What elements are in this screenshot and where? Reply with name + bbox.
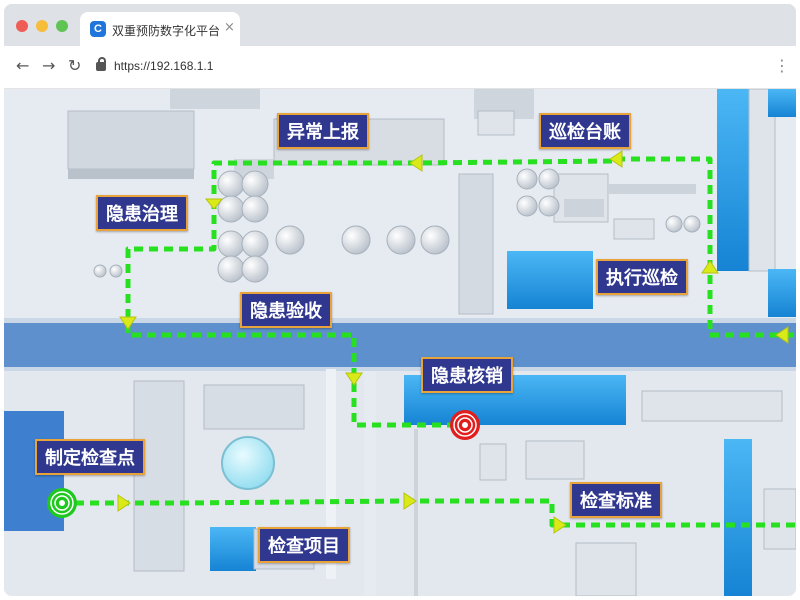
- back-button[interactable]: ←: [16, 56, 30, 75]
- label-abnormal-report[interactable]: 异常上报: [277, 113, 369, 149]
- tab-bar: C 双重预防数字化平台 ×: [4, 4, 796, 46]
- building: [458, 173, 494, 315]
- building: [641, 390, 783, 422]
- route-arrows: [117, 150, 789, 534]
- end-marker[interactable]: [450, 410, 480, 440]
- address-bar[interactable]: https://192.168.1.1: [114, 59, 214, 73]
- lock-icon: [96, 57, 106, 71]
- label-inspection-ledger[interactable]: 巡检台账: [539, 113, 631, 149]
- building: [133, 380, 185, 572]
- label-hazard-cancellation[interactable]: 隐患核销: [421, 357, 513, 393]
- building: [203, 384, 305, 430]
- label-hazard-governance[interactable]: 隐患治理: [96, 195, 188, 231]
- browser-toolbar: ← → ↻ https://192.168.1.1 ⋮: [4, 46, 796, 89]
- close-window-button[interactable]: [16, 20, 28, 32]
- minimize-window-button[interactable]: [36, 20, 48, 32]
- reload-button[interactable]: ↻: [68, 56, 82, 75]
- label-inspection-standard[interactable]: 检查标准: [570, 482, 662, 518]
- tab-close-icon[interactable]: ×: [224, 20, 235, 35]
- browser-tab[interactable]: C 双重预防数字化平台 ×: [80, 12, 240, 46]
- browser-menu-icon[interactable]: ⋮: [774, 56, 790, 75]
- plant-map-viewport: 异常上报 巡检台账 隐患治理 执行巡检 隐患验收 隐患核销 制定检查点 检查标准…: [4, 89, 796, 596]
- blue-building: [724, 439, 752, 596]
- start-marker[interactable]: [47, 488, 77, 518]
- label-hazard-acceptance[interactable]: 隐患验收: [240, 292, 332, 328]
- plant-map: [4, 89, 796, 596]
- tab-title: 双重预防数字化平台: [112, 24, 221, 38]
- maximize-window-button[interactable]: [56, 20, 68, 32]
- browser-window: C 双重预防数字化平台 × ← → ↻ https://192.168.1.1 …: [4, 4, 796, 596]
- inspection-route: [60, 156, 796, 528]
- blue-building: [507, 251, 593, 309]
- label-define-checkpoint[interactable]: 制定检查点: [35, 439, 145, 475]
- glass-dome: [221, 436, 275, 490]
- forward-button[interactable]: →: [42, 56, 56, 75]
- label-execute-inspection[interactable]: 执行巡检: [596, 259, 688, 295]
- blue-building: [210, 527, 256, 571]
- label-inspection-item[interactable]: 检查项目: [258, 527, 350, 563]
- road: [4, 322, 796, 368]
- blue-building: [717, 89, 749, 271]
- building: [67, 110, 195, 170]
- site-logo-icon: C: [90, 21, 106, 37]
